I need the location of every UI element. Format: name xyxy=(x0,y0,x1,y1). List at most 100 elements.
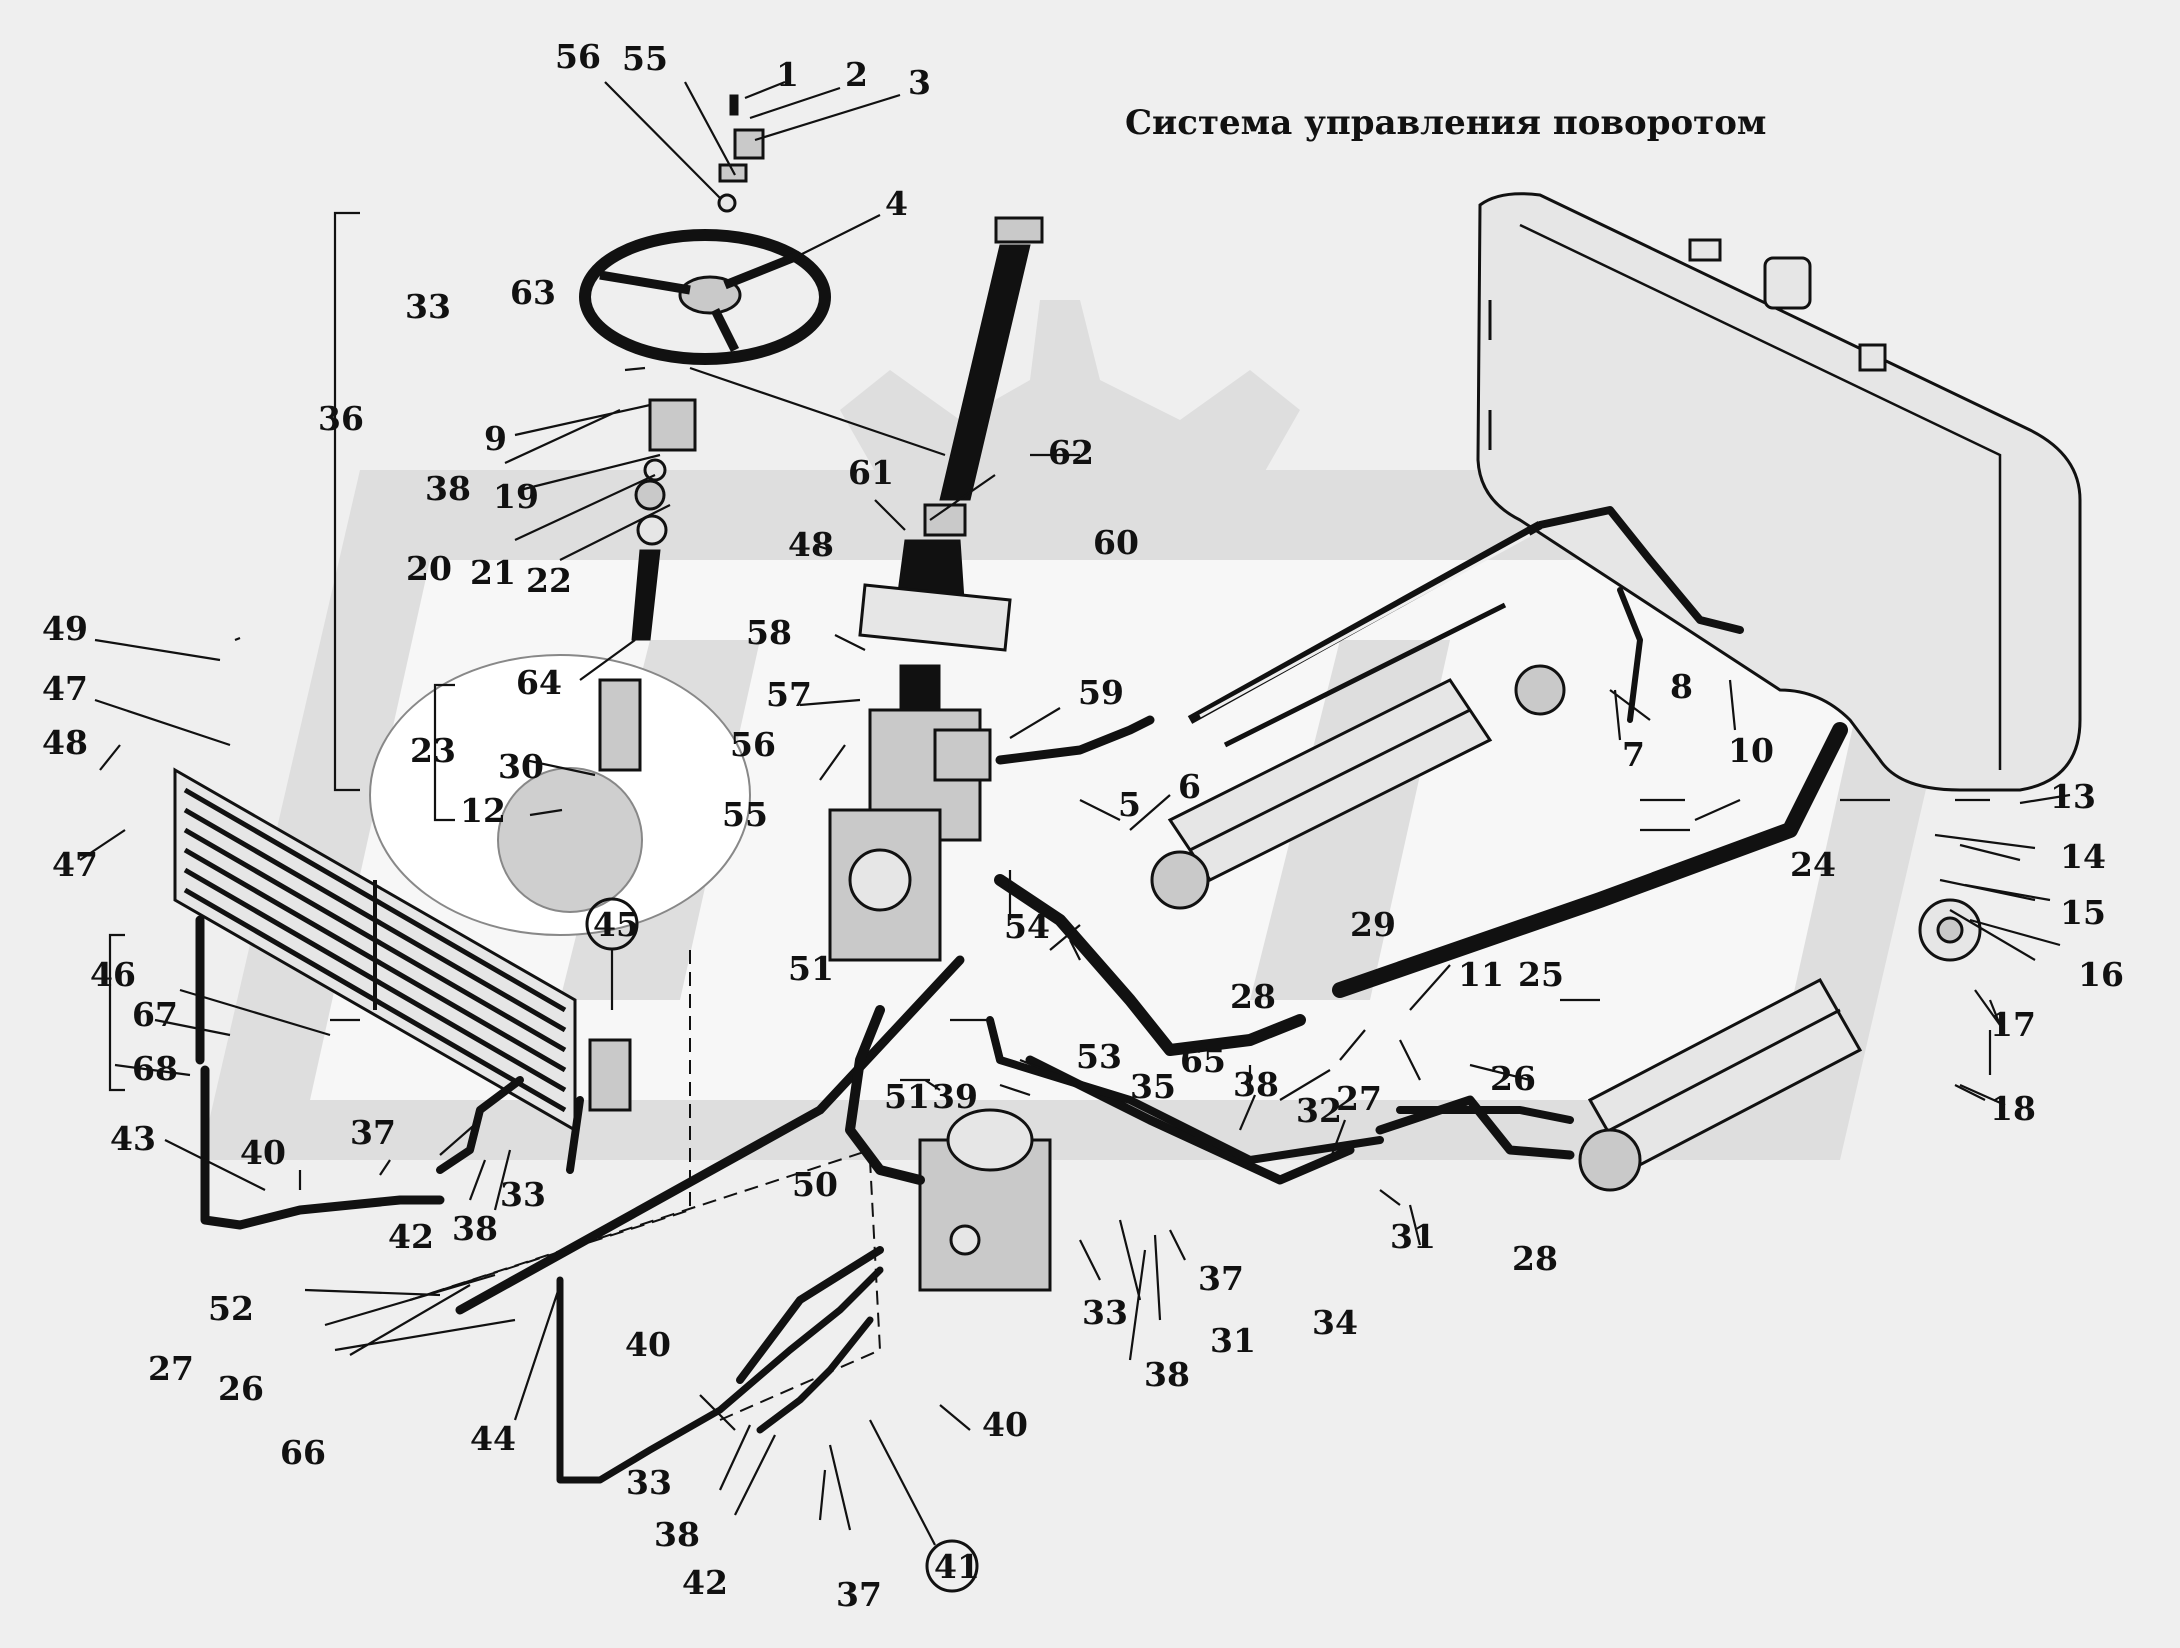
callout-26-a: 26 xyxy=(1490,1059,1536,1098)
callout-21: 21 xyxy=(470,553,516,592)
callout-29: 29 xyxy=(1350,905,1396,944)
callout-22: 22 xyxy=(526,561,572,600)
callout-33-a: 33 xyxy=(405,287,451,326)
callout-40-a: 40 xyxy=(240,1133,286,1172)
callout-40-b: 40 xyxy=(625,1325,671,1364)
callout-35: 35 xyxy=(1130,1067,1176,1106)
callout-33-c: 33 xyxy=(1082,1293,1128,1332)
callout-32: 32 xyxy=(1296,1091,1342,1130)
callout-51-b: 51 xyxy=(884,1077,930,1116)
callout-30: 30 xyxy=(498,747,544,786)
callout-38-a: 38 xyxy=(425,469,471,508)
callout-34: 34 xyxy=(1312,1303,1358,1342)
callout-37-b: 37 xyxy=(1198,1259,1244,1298)
tie-rod-linkage xyxy=(1187,506,1744,724)
callout-16: 16 xyxy=(2078,955,2124,994)
callout-25: 25 xyxy=(1518,955,1564,994)
callout-44: 44 xyxy=(470,1419,516,1458)
callout-18: 18 xyxy=(1990,1089,2036,1128)
callout-38-d: 38 xyxy=(1144,1355,1190,1394)
oil-cooler xyxy=(173,767,632,1133)
steering-wheel xyxy=(579,229,831,365)
callout-59: 59 xyxy=(1078,673,1124,712)
callout-27-b: 27 xyxy=(148,1349,194,1388)
callout-58: 58 xyxy=(746,613,792,652)
steering-column xyxy=(858,216,1044,652)
callout-39: 39 xyxy=(932,1077,978,1116)
callout-66: 66 xyxy=(280,1433,326,1472)
callout-53: 53 xyxy=(1076,1037,1122,1076)
callout-67: 67 xyxy=(132,995,178,1034)
hydraulic-hoses xyxy=(195,715,1848,1484)
callout-15: 15 xyxy=(2060,893,2106,932)
callout-55-mid: 55 xyxy=(722,795,768,834)
callout-1: 1 xyxy=(776,55,799,94)
callout-46: 46 xyxy=(90,955,136,994)
callout-6: 6 xyxy=(1178,767,1201,806)
callout-38-c: 38 xyxy=(452,1209,498,1248)
callout-47-b: 47 xyxy=(52,845,98,884)
fuel-tank xyxy=(1476,192,2082,792)
callout-48-b: 48 xyxy=(42,723,88,762)
callout-41: 41 xyxy=(934,1547,980,1586)
callout-17: 17 xyxy=(1990,1005,2036,1044)
reference-boundaries xyxy=(409,950,882,1421)
callout-56-mid: 56 xyxy=(730,725,776,764)
callout-31-a: 31 xyxy=(1390,1217,1436,1256)
callout-3: 3 xyxy=(908,63,931,102)
callout-60: 60 xyxy=(1093,523,1139,562)
callout-47-a: 47 xyxy=(42,669,88,708)
callout-4: 4 xyxy=(885,184,908,223)
distributor-valve xyxy=(918,1108,1052,1292)
lower-power-cylinder xyxy=(1578,898,1982,1192)
callout-2: 2 xyxy=(845,55,868,94)
callout-19: 19 xyxy=(493,477,539,516)
callout-57: 57 xyxy=(766,675,812,714)
callout-52: 52 xyxy=(208,1289,254,1328)
callout-50: 50 xyxy=(792,1165,838,1204)
callout-64: 64 xyxy=(516,663,562,702)
callout-7: 7 xyxy=(1622,735,1645,774)
callout-42-a: 42 xyxy=(388,1217,434,1256)
callout-56-top: 56 xyxy=(555,37,601,76)
callout-10: 10 xyxy=(1728,731,1774,770)
callout-54: 54 xyxy=(1004,907,1050,946)
callout-65: 65 xyxy=(1180,1041,1226,1080)
callout-55-top: 55 xyxy=(622,39,668,78)
callout-20: 20 xyxy=(406,549,452,588)
callout-37-c: 37 xyxy=(836,1575,882,1614)
callout-24: 24 xyxy=(1790,845,1836,884)
circled-callouts xyxy=(585,897,979,1593)
group-brackets xyxy=(108,211,455,1092)
diagram-title: Система управления поворотом xyxy=(1125,103,1766,143)
callout-33-d: 33 xyxy=(626,1463,672,1502)
callout-42-b: 42 xyxy=(682,1563,728,1602)
callout-33-b: 33 xyxy=(500,1175,546,1214)
callout-43: 43 xyxy=(110,1119,156,1158)
callout-61: 61 xyxy=(848,453,894,492)
callout-68: 68 xyxy=(132,1049,178,1088)
callout-labels: 1 2 3 56 55 4 33 63 36 9 38 19 20 21 22 … xyxy=(42,37,2124,1614)
callout-8: 8 xyxy=(1670,667,1693,706)
callout-51-a: 51 xyxy=(788,949,834,988)
upper-power-cylinder xyxy=(1150,602,1566,910)
callout-62: 62 xyxy=(1048,433,1094,472)
callout-5: 5 xyxy=(1118,785,1141,824)
callout-45: 45 xyxy=(593,905,639,944)
callout-27-a: 27 xyxy=(1336,1079,1382,1118)
callout-14: 14 xyxy=(2060,837,2106,876)
callout-31-b: 31 xyxy=(1210,1321,1256,1360)
callout-9: 9 xyxy=(484,419,507,458)
callout-38-e: 38 xyxy=(654,1515,700,1554)
callout-40-c: 40 xyxy=(982,1405,1028,1444)
steering-shaft-parts xyxy=(598,94,765,772)
leader-lines xyxy=(79,80,2071,1546)
callout-28-a: 28 xyxy=(1230,977,1276,1016)
callout-48-a: 48 xyxy=(788,525,834,564)
callout-26-b: 26 xyxy=(218,1369,264,1408)
callout-11: 11 xyxy=(1458,955,1504,994)
callout-23: 23 xyxy=(410,731,456,770)
callout-13: 13 xyxy=(2050,777,2096,816)
